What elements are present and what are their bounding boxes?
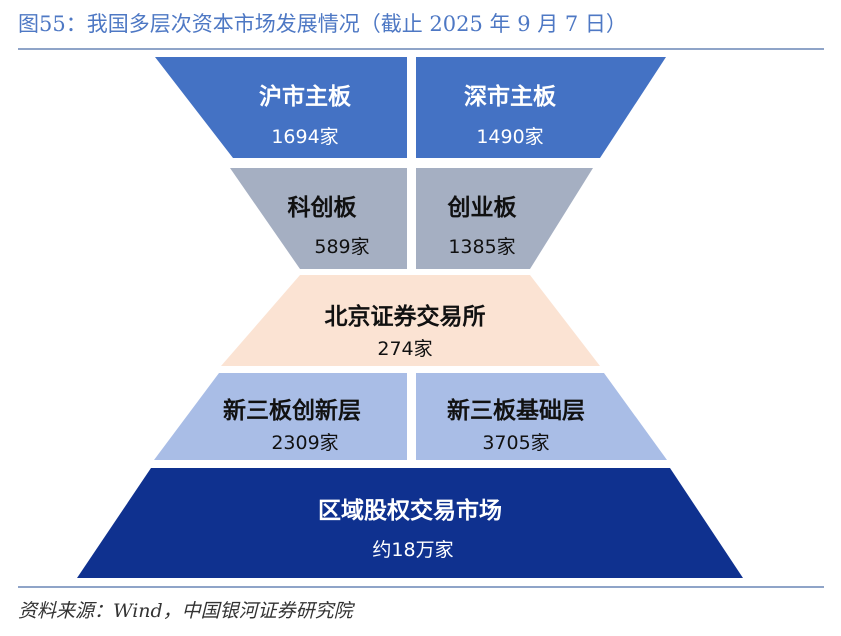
tier-chinext-shape [416,168,593,269]
figure-title: 图55：我国多层次资本市场发展情况（截止 2025 年 9 月 7 日） [18,12,627,36]
tier-chinext-name: 创业板 [447,195,518,221]
tier-neeq-basic-shape [416,373,667,460]
tier-star-shape [230,168,407,269]
tier-regional-shape [77,468,743,578]
tier-neeq-basic-name: 新三板基础层 [447,397,585,424]
tier-star-name: 科创板 [288,195,358,221]
source-note: 资料来源：Wind，中国银河证券研究院 [18,600,353,622]
tier-neeq-innovation-count: 2309家 [271,432,338,454]
tier-bse-count: 274家 [377,338,432,360]
tier-neeq-innovation-shape [154,373,407,460]
top-divider [18,48,824,50]
tier-neeq-innovation-name: 新三板创新层 [223,397,361,424]
tier-regional-name: 区域股权交易市场 [318,497,502,524]
tier-sz-main-name: 深市主板 [464,83,557,110]
bottom-divider [18,586,824,588]
tier-star-count: 589家 [314,236,369,258]
tier-sz-main-count: 1490家 [476,126,543,148]
tier-regional-count: 约18万家 [372,539,453,561]
tier-sh-main-name: 沪市主板 [259,83,352,110]
tier-bse-shape [221,275,600,366]
tier-neeq-basic-count: 3705家 [482,432,549,454]
tier-sz-main-shape [416,57,666,158]
tier-sh-main-shape [155,57,407,158]
tier-chinext-count: 1385家 [448,236,515,258]
tier-sh-main-count: 1694家 [271,126,338,148]
tier-bse-name: 北京证券交易所 [325,303,486,330]
